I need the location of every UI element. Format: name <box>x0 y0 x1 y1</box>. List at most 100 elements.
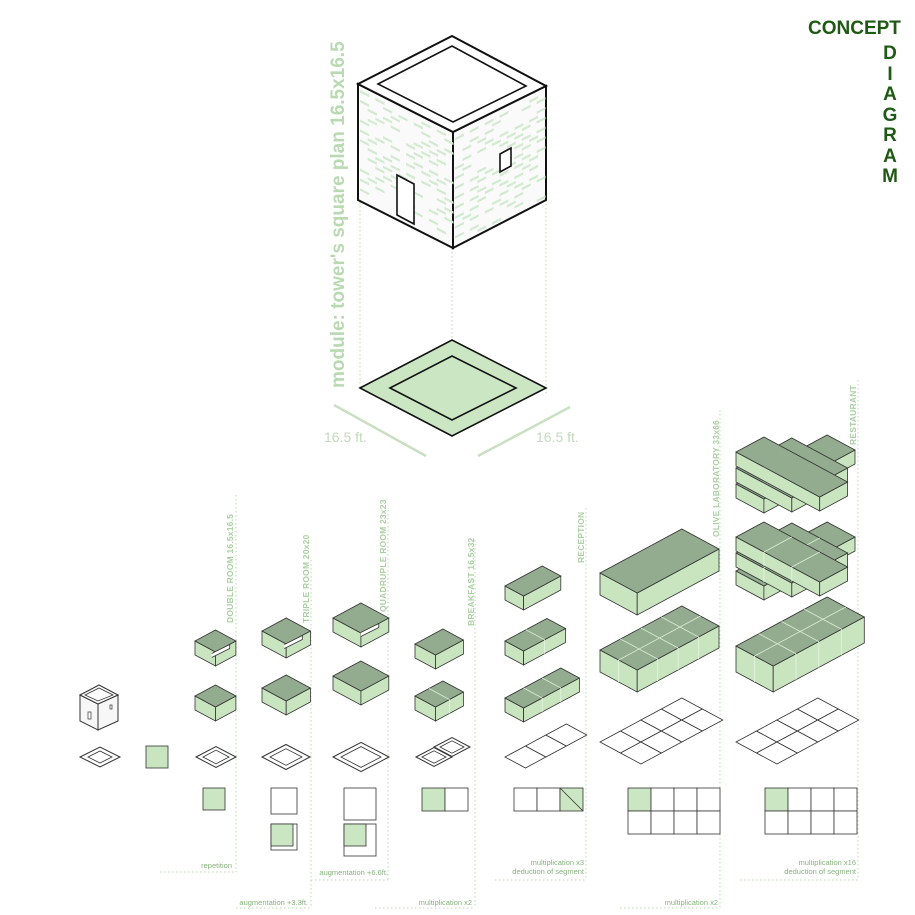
brick <box>514 172 524 180</box>
brick <box>536 97 546 105</box>
reception-box-top <box>504 565 562 611</box>
plan-square <box>421 787 446 812</box>
title-letter: R <box>883 125 897 146</box>
brick <box>514 142 524 150</box>
brick <box>499 189 509 197</box>
plan-square <box>810 810 835 835</box>
small-tower <box>78 684 120 731</box>
brick <box>462 144 472 152</box>
brick <box>462 213 472 221</box>
olive-lab-box-mid <box>599 605 720 693</box>
brick <box>390 164 400 172</box>
box-top-face <box>414 628 465 656</box>
brick <box>521 143 531 151</box>
brick <box>514 152 524 160</box>
brick <box>436 129 446 137</box>
plan-square <box>833 787 858 812</box>
plan-square-filled <box>343 823 367 847</box>
brick <box>484 187 494 195</box>
tower-door <box>396 173 415 226</box>
brick <box>469 126 479 133</box>
brick <box>429 149 439 157</box>
plan-square <box>764 810 789 835</box>
brick <box>413 142 423 150</box>
brick <box>390 144 400 153</box>
title-letter: A <box>883 84 897 105</box>
brick <box>360 90 370 98</box>
plan-inner <box>421 750 447 764</box>
brick <box>375 137 385 145</box>
brick <box>514 133 524 140</box>
breakfast-plan-a <box>414 747 454 767</box>
quadruple-room-box-upper <box>332 602 390 648</box>
triple-room-box-lower <box>261 674 312 716</box>
box-division <box>763 536 792 553</box>
brick <box>499 199 509 207</box>
quadruple-room-box-lower <box>332 660 390 706</box>
op-multiplication-x3: multiplication x3 deduction of segment <box>470 858 584 876</box>
brick <box>529 96 539 103</box>
plan-square <box>787 787 812 812</box>
brick <box>375 186 385 194</box>
box-division <box>640 627 679 649</box>
brick <box>360 178 370 186</box>
brick <box>360 188 370 196</box>
brick <box>455 192 464 200</box>
plan-square <box>673 810 698 835</box>
brick <box>406 162 416 170</box>
brick <box>398 114 408 122</box>
plan-inner <box>439 740 465 754</box>
box-top-face <box>504 565 562 597</box>
brick <box>521 153 531 161</box>
dimension-right: 16.5 ft. <box>536 429 579 445</box>
brick <box>390 154 400 162</box>
brick <box>436 158 446 166</box>
brick <box>492 178 501 186</box>
brick <box>367 157 377 165</box>
plan-square <box>650 787 675 812</box>
brick <box>499 140 509 148</box>
box-top-face <box>194 684 237 708</box>
brick <box>521 134 531 142</box>
brick <box>360 119 370 127</box>
brick <box>529 164 539 172</box>
module-plan <box>358 339 548 437</box>
brick <box>499 111 509 118</box>
brick <box>492 198 501 206</box>
brick <box>444 196 454 205</box>
box-terrace <box>211 643 231 658</box>
brick <box>477 225 487 233</box>
op-multiplication-x16: multiplication x16 deduction of segment <box>740 858 856 876</box>
double-room-box-lower <box>194 684 237 722</box>
brick <box>514 162 524 170</box>
op-multiplication-x16-line1: multiplication x16 <box>798 858 856 867</box>
brick <box>477 186 487 193</box>
brick <box>455 163 464 170</box>
op-multiplication-x3-line1: multiplication x3 <box>530 858 584 867</box>
brick <box>506 200 516 208</box>
box-division <box>525 629 545 641</box>
quadruple-room-square <box>343 787 377 821</box>
brick <box>529 174 539 182</box>
reception-box-mid <box>504 618 567 666</box>
op-repetition: repetition <box>201 861 232 870</box>
brick <box>455 172 464 180</box>
plan-square <box>627 810 652 835</box>
quadruple-room-square-augmented <box>343 823 377 857</box>
brick <box>429 179 439 187</box>
title-letter: M <box>882 166 898 187</box>
box-top-face <box>599 528 720 594</box>
plan-inner <box>269 748 303 766</box>
plan-square <box>673 787 698 812</box>
brick <box>421 180 431 188</box>
brick <box>469 194 479 202</box>
restaurant-stair-b3 <box>735 521 849 597</box>
brick <box>383 106 393 114</box>
brick <box>390 115 400 123</box>
brick <box>514 201 524 209</box>
brick <box>455 202 464 210</box>
brick <box>484 128 494 136</box>
brick <box>492 139 501 147</box>
